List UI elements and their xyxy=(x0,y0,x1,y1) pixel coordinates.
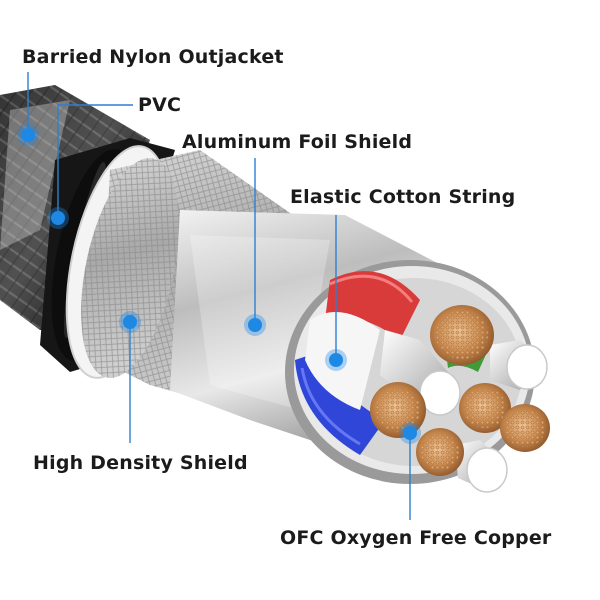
callout-dot-foil xyxy=(244,314,266,336)
callout-dots xyxy=(17,124,421,444)
label-pvc: PVC xyxy=(138,94,182,116)
label-nylon-outjacket: Barried Nylon Outjacket xyxy=(22,46,284,68)
label-aluminum-foil-shield: Aluminum Foil Shield xyxy=(182,131,413,153)
callout-line-pvc xyxy=(57,104,133,218)
copper-strands xyxy=(370,305,550,476)
white-rods xyxy=(380,330,548,493)
callout-lines xyxy=(27,72,411,520)
cable-face xyxy=(285,260,550,493)
callout-dot-nylon xyxy=(17,124,39,146)
callout-dot-ofc xyxy=(399,422,421,444)
callout-dot-pvc xyxy=(47,207,69,229)
label-ofc-oxygen-free-copper: OFC Oxygen Free Copper xyxy=(280,527,552,549)
callout-dot-cotton xyxy=(325,349,347,371)
label-high-density-shield: High Density Shield xyxy=(33,452,248,474)
callout-dot-shield xyxy=(119,311,141,333)
label-elastic-cotton-string: Elastic Cotton String xyxy=(290,186,516,208)
